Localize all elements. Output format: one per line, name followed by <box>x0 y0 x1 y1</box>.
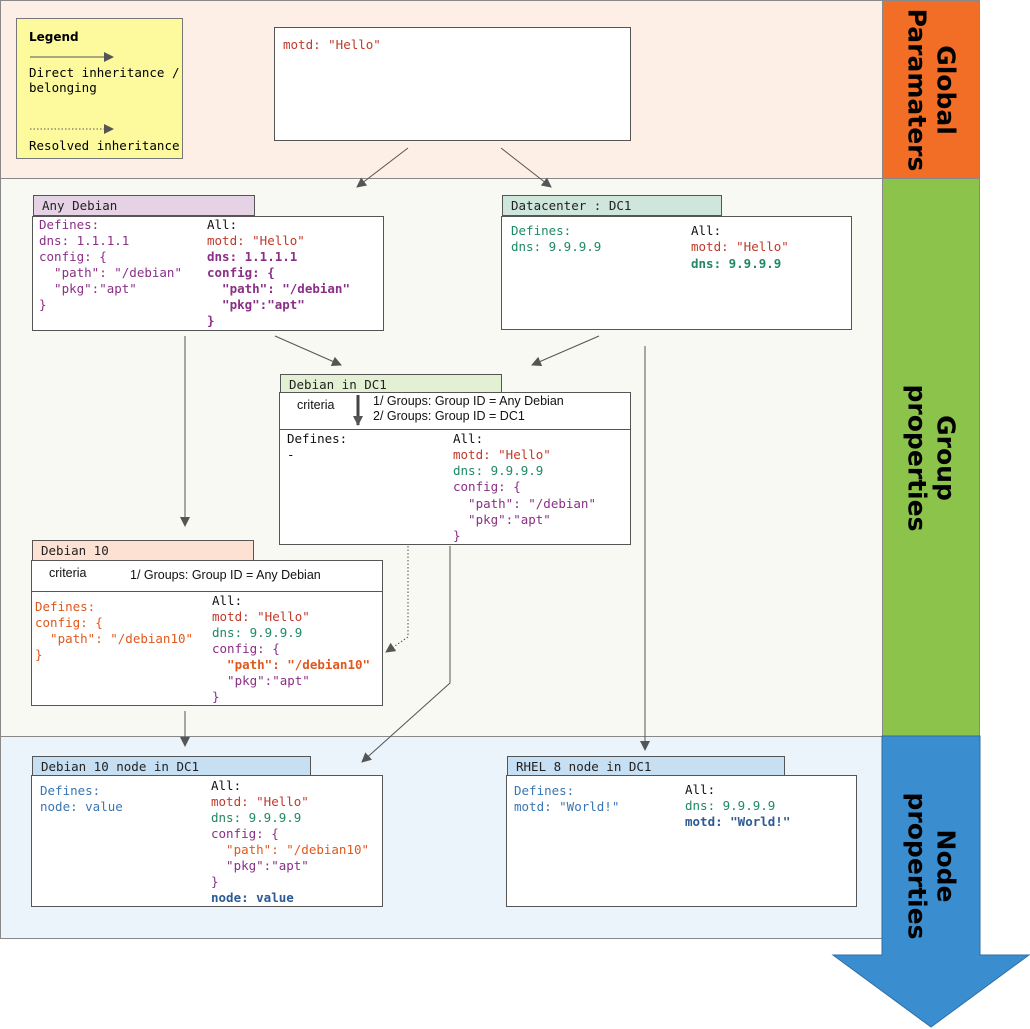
debian10-all-3: config: { <box>212 641 280 656</box>
any-debian-def-3: "path": "/debian" <box>39 265 182 280</box>
debian-dc1-all-1: motd: "Hello" <box>453 447 551 462</box>
debian-dc1-criterion-1: 1/ Groups: Group ID = Any Debian <box>373 394 564 408</box>
datacenter-def-1: dns: 9.9.9.9 <box>511 239 602 254</box>
any-debian-all-5: "pkg":"apt" <box>207 297 305 312</box>
debian10-all-4: "path": "/debian10" <box>212 657 371 672</box>
any-debian-def-4: "pkg":"apt" <box>39 281 137 296</box>
debian10-criterion-1: 1/ Groups: Group ID = Any Debian <box>130 568 321 582</box>
debian10-node-all-3: config: { <box>211 826 279 841</box>
any-debian-all-0: All: <box>207 217 238 232</box>
rhel8-node-all-1: dns: 9.9.9.9 <box>685 798 776 813</box>
debian10-all-5: "pkg":"apt" <box>212 673 310 688</box>
debian-dc1-criteria-label: criteria <box>297 398 335 412</box>
datacenter-box <box>501 216 852 330</box>
debian10-all-2: dns: 9.9.9.9 <box>212 625 303 640</box>
debian-dc1-all-0: All: <box>453 431 484 446</box>
legend-direct-line2: belonging <box>29 80 97 95</box>
debian10-node-all-5: "pkg":"apt" <box>211 858 309 873</box>
debian10-title: Debian 10 <box>32 540 254 561</box>
any-debian-def-1: dns: 1.1.1.1 <box>39 233 130 248</box>
debian-dc1-criterion-2: 2/ Groups: Group ID = DC1 <box>373 409 525 423</box>
rhel8-node-def-1: motd: "World!" <box>514 799 620 814</box>
datacenter-all-1: motd: "Hello" <box>691 239 789 254</box>
debian-dc1-all-2: dns: 9.9.9.9 <box>453 463 544 478</box>
any-debian-all-6: } <box>207 313 215 328</box>
debian-dc1-all-5: "pkg":"apt" <box>453 512 551 527</box>
debian10-def-2: "path": "/debian10" <box>35 631 194 646</box>
legend-title: Legend <box>29 30 79 44</box>
debian10-node-def-0: Defines: <box>40 783 101 798</box>
global-params-box <box>274 27 631 141</box>
debian10-def-0: Defines: <box>35 599 96 614</box>
debian10-box <box>31 560 383 706</box>
debian10-all-0: All: <box>212 593 243 608</box>
debian10-node-def-1: node: value <box>40 799 123 814</box>
debian-dc1-all-4: "path": "/debian" <box>453 496 596 511</box>
debian10-all-1: motd: "Hello" <box>212 609 310 624</box>
any-debian-def-5: } <box>39 297 47 312</box>
debian-dc1-def-0: Defines: <box>287 431 348 446</box>
debian-dc1-criteria-divider <box>280 429 630 430</box>
debian10-def-1: config: { <box>35 615 103 630</box>
debian10-node-all-7: node: value <box>211 890 294 905</box>
datacenter-all-2: dns: 9.9.9.9 <box>691 256 782 271</box>
debian10-node-all-4: "path": "/debian10" <box>211 842 370 857</box>
any-debian-title: Any Debian <box>33 195 255 216</box>
rhel8-node-def-0: Defines: <box>514 783 575 798</box>
legend-direct-line1: Direct inheritance / <box>29 65 180 80</box>
debian10-all-6: } <box>212 689 220 704</box>
any-debian-all-1: motd: "Hello" <box>207 233 305 248</box>
rhel8-node-all-0: All: <box>685 782 716 797</box>
debian10-node-all-6: } <box>211 874 219 889</box>
any-debian-def-0: Defines: <box>39 217 100 232</box>
datacenter-def-0: Defines: <box>511 223 572 238</box>
debian10-node-all-2: dns: 9.9.9.9 <box>211 810 302 825</box>
rhel8-node-title: RHEL 8 node in DC1 <box>507 756 785 777</box>
legend-resolved: Resolved inheritance <box>29 138 180 153</box>
legend <box>16 18 183 159</box>
debian-dc1-all-3: config: { <box>453 479 521 494</box>
debian-dc1-def-1: - <box>287 447 295 462</box>
rhel8-node-all-2: motd: "World!" <box>685 814 791 829</box>
debian10-node-box <box>31 775 383 907</box>
debian10-node-all-1: motd: "Hello" <box>211 794 309 809</box>
debian10-criteria-label: criteria <box>49 566 87 580</box>
any-debian-all-4: "path": "/debian" <box>207 281 350 296</box>
any-debian-def-2: config: { <box>39 249 107 264</box>
global-motd: motd: "Hello" <box>283 37 381 52</box>
any-debian-all-2: dns: 1.1.1.1 <box>207 249 298 264</box>
any-debian-all-3: config: { <box>207 265 275 280</box>
debian-dc1-all-6: } <box>453 528 461 543</box>
debian10-node-all-0: All: <box>211 778 242 793</box>
rhel8-node-box <box>506 775 857 907</box>
any-debian-box <box>32 216 384 331</box>
debian10-criteria-divider <box>32 591 382 592</box>
debian-dc1-box <box>279 392 631 545</box>
debian10-def-3: } <box>35 647 43 662</box>
datacenter-all-0: All: <box>691 223 722 238</box>
debian10-node-title: Debian 10 node in DC1 <box>32 756 311 777</box>
datacenter-title: Datacenter : DC1 <box>502 195 722 216</box>
